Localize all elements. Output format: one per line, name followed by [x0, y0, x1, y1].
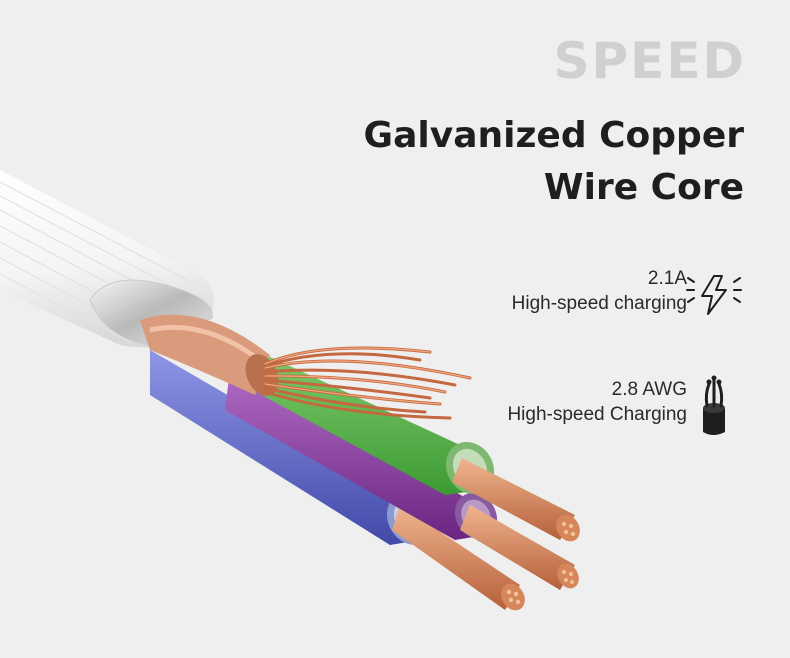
- spec-current-label: High-speed charging: [511, 293, 687, 314]
- copper-wire: [140, 314, 472, 420]
- purple-wire: [225, 370, 579, 590]
- spec-gauge-label: High-speed Charging: [507, 404, 687, 425]
- wire-bundle-icon: [703, 375, 725, 435]
- spec-gauge: 2.8 AWG High-speed Charging: [507, 377, 687, 427]
- title-line-1: Galvanized Copper: [363, 115, 744, 156]
- page-title: Galvanized Copper Wire Core: [364, 110, 744, 214]
- spec-gauge-value: 2.8 AWG: [611, 379, 687, 400]
- spec-current: 2.1A High-speed charging: [512, 266, 687, 316]
- lightning-bolt-icon: [686, 275, 742, 315]
- title-line-2: Wire Core: [543, 167, 744, 208]
- section-eyebrow: SPEED: [553, 32, 746, 90]
- spec-current-value: 2.1A: [647, 268, 687, 289]
